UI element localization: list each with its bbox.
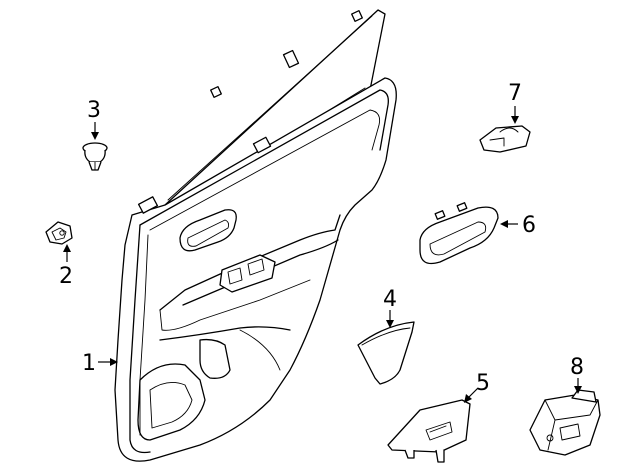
- callout-5: 5: [464, 371, 490, 403]
- callout-number: 3: [87, 98, 101, 123]
- part-3-push-pin: [82, 142, 108, 171]
- callout-8: 8: [570, 355, 584, 394]
- callout-number: 5: [476, 371, 490, 396]
- callout-number: 2: [59, 264, 73, 289]
- callout-4: 4: [383, 287, 397, 328]
- callout-3: 3: [87, 98, 101, 140]
- callout-number: 6: [522, 213, 536, 238]
- part-4-pocket-cover: [357, 321, 415, 385]
- callout-number: 1: [82, 351, 96, 376]
- part-8-window-switch: [529, 389, 601, 456]
- part-6-handle-bezel: [419, 202, 499, 265]
- part-7-lock-knob: [479, 125, 531, 153]
- callout-7: 7: [508, 81, 522, 124]
- callout-number: 8: [570, 355, 584, 380]
- part-5-switch-bezel: [387, 399, 471, 463]
- callout-number: 7: [508, 81, 522, 106]
- part-1-door-trim-panel: [114, 9, 397, 462]
- callout-2: 2: [59, 244, 73, 289]
- callout-6: 6: [500, 213, 536, 238]
- part-2-retainer-clip: [45, 221, 73, 245]
- callout-1: 1: [82, 351, 118, 376]
- callout-number: 4: [383, 287, 397, 312]
